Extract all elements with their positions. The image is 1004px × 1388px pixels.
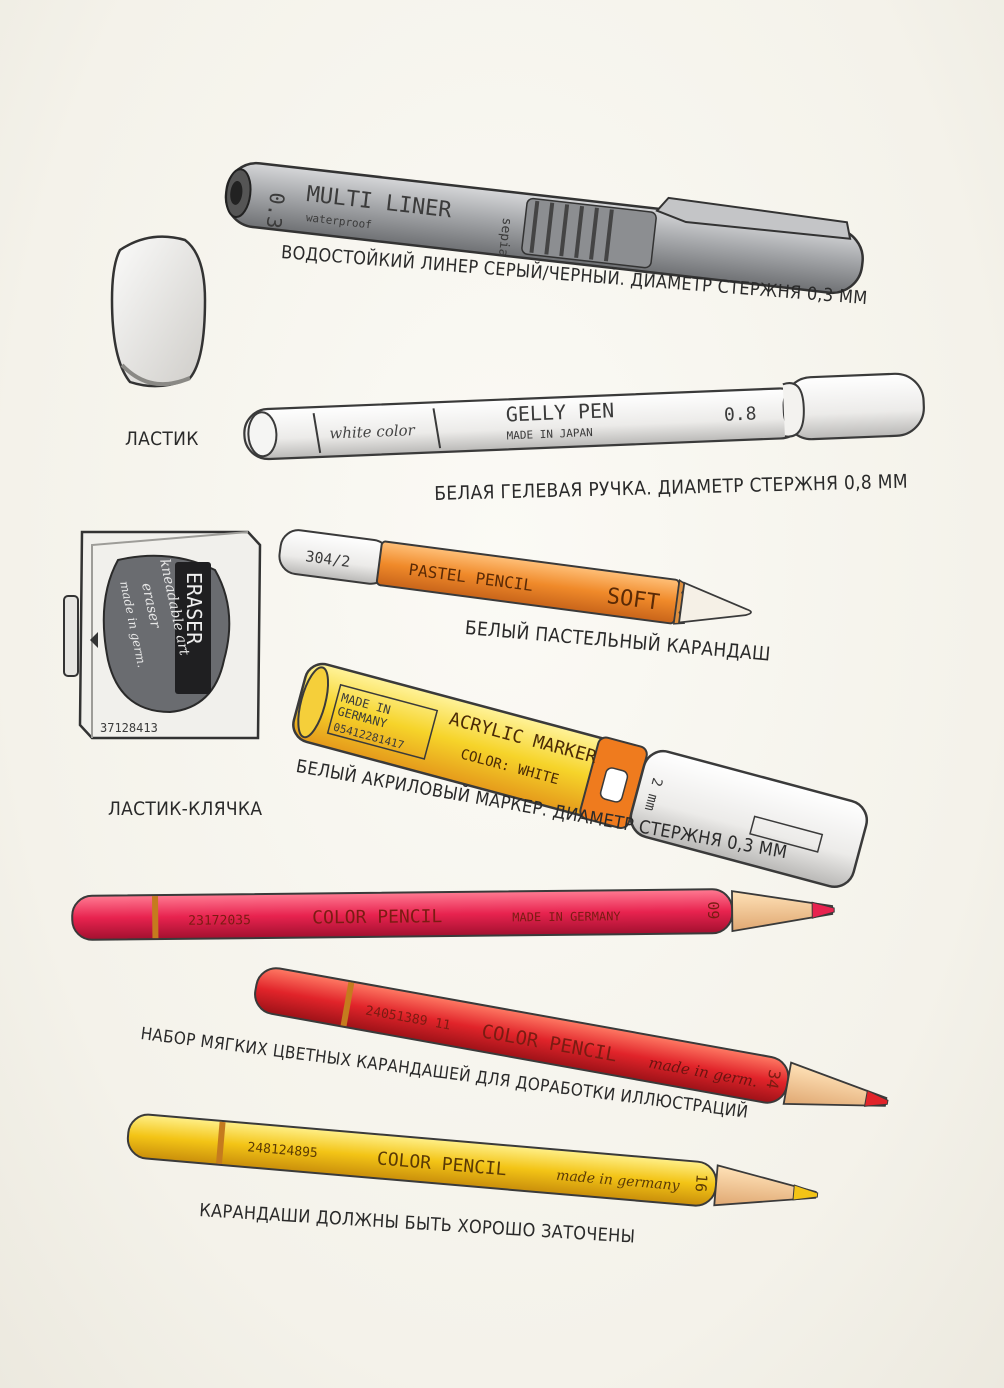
color-pencil-1: 23172035 COLOR PENCIL MADE IN GERMANY 09 [71, 888, 835, 941]
kneaded-eraser: ERASER kneadable art eraser made in germ… [63, 530, 262, 740]
eraser [110, 235, 207, 388]
liner-side-label: sepia [495, 217, 514, 258]
pencil-1-origin: MADE IN GERMANY [512, 909, 621, 924]
acrylic-marker: ACRYLIC MARKER MADE IN GERMANY 054122814… [292, 662, 869, 889]
pencil-2-num: 34 [762, 1068, 784, 1090]
caption-kneaded-eraser: Ластик-клячка [108, 798, 263, 820]
pencil-1-num: 09 [704, 901, 722, 919]
pastel-code: 304/2 [304, 547, 351, 571]
multi-liner-pen: 0.3 MULTI LINER waterproof sepia [224, 161, 864, 295]
color-pencil-3: 248124895 COLOR PENCIL made in germany 1… [126, 1113, 819, 1207]
pastel-pencil: 304/2 PASTEL PENCIL SOFT [278, 529, 752, 625]
gel-pen-origin: MADE IN JAPAN [506, 426, 593, 442]
gel-pen-size: 0.8 [724, 403, 757, 425]
pencil-3-code: 248124895 [247, 1140, 318, 1161]
gel-pen-note: white color [329, 421, 416, 442]
pencil-1-code: 23172035 [188, 913, 251, 929]
pencil-3-num: 16 [691, 1173, 710, 1193]
kneaded-eraser-code: 37128413 [100, 721, 158, 735]
caption-eraser: Ластик [125, 428, 199, 450]
liner-size-label: 0.3 [262, 191, 290, 230]
pencil-1-brand: COLOR PENCIL [312, 906, 442, 928]
gel-pen-brand: GELLY PEN [505, 398, 614, 426]
kneaded-eraser-brand: ERASER [182, 572, 206, 645]
gelly-pen: white color GELLY PEN MADE IN JAPAN 0.8 [243, 372, 925, 461]
